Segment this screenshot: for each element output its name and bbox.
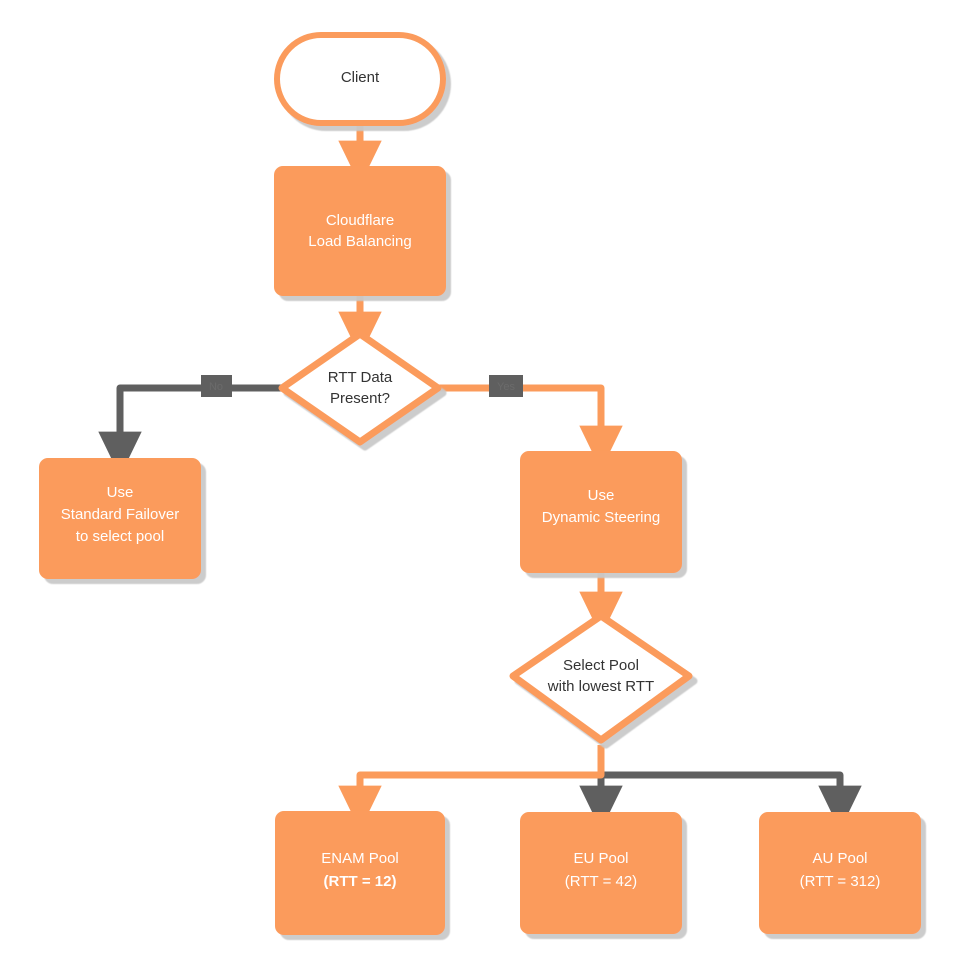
node-eu-pool-label-line1: EU Pool (573, 850, 628, 867)
edge-path (597, 745, 862, 831)
edge-label-no: No (209, 381, 223, 393)
node-standard-failover[interactable] (39, 458, 201, 579)
node-standard-failover-label-line1: Use (107, 484, 134, 501)
node-dynamic-steering[interactable] (520, 451, 682, 573)
edge-select-pool-to-au-pool (597, 745, 862, 831)
node-au-pool-label-line1: AU Pool (812, 850, 867, 867)
node-client-label: Client (341, 69, 380, 86)
edge-select-pool-to-enam-pool (338, 745, 605, 831)
node-load-balancing-label-line1: Cloudflare (326, 212, 394, 229)
node-standard-failover-label-line2: Standard Failover (61, 506, 179, 523)
node-shape (520, 451, 682, 573)
edge-path (98, 384, 285, 477)
node-layer: Client Cloudflare Load Balancing RTT Dat… (39, 32, 921, 935)
edge-label-yes: Yes (497, 381, 515, 393)
node-dynamic-steering-label-line2: Dynamic Steering (542, 509, 660, 526)
node-shape (509, 612, 693, 744)
edge-rtt-yes-to-dynamic-steering: Yes (435, 375, 623, 471)
node-enam-pool-label-line2: (RTT = 12) (324, 873, 397, 890)
node-au-pool[interactable] (759, 812, 921, 934)
node-rtt-data-present-label-line2: Present? (330, 390, 390, 407)
node-shape (275, 811, 445, 935)
node-shape (759, 812, 921, 934)
edge-label-backdrop-yes (489, 375, 523, 397)
node-select-pool-label-line1: Select Pool (563, 657, 639, 674)
node-shape (39, 458, 201, 579)
node-shape (278, 330, 442, 446)
node-rtt-data-present[interactable] (278, 330, 442, 446)
node-standard-failover-label-line3: to select pool (76, 528, 164, 545)
node-enam-pool[interactable] (275, 811, 445, 935)
node-dynamic-steering-label-line1: Use (588, 487, 615, 504)
node-enam-pool-label-line1: ENAM Pool (321, 850, 399, 867)
edge-rtt-no-to-standard-failover: No (98, 375, 285, 477)
node-select-pool[interactable] (509, 612, 693, 744)
node-eu-pool-label-line2: (RTT = 42) (565, 873, 637, 890)
node-shape (520, 812, 682, 934)
node-rtt-data-present-label-line1: RTT Data (328, 369, 393, 386)
edge-label-backdrop-no (201, 375, 232, 397)
node-select-pool-label-line2: with lowest RTT (547, 678, 654, 695)
edge-path (338, 745, 605, 831)
node-shape (274, 166, 446, 296)
node-eu-pool[interactable] (520, 812, 682, 934)
edge-layer: No Yes (98, 123, 862, 831)
node-load-balancing-label-line2: Load Balancing (308, 233, 411, 250)
node-au-pool-label-line2: (RTT = 312) (800, 873, 881, 890)
node-load-balancing[interactable] (274, 166, 446, 296)
node-client[interactable] (274, 32, 446, 126)
node-shape (274, 32, 446, 126)
